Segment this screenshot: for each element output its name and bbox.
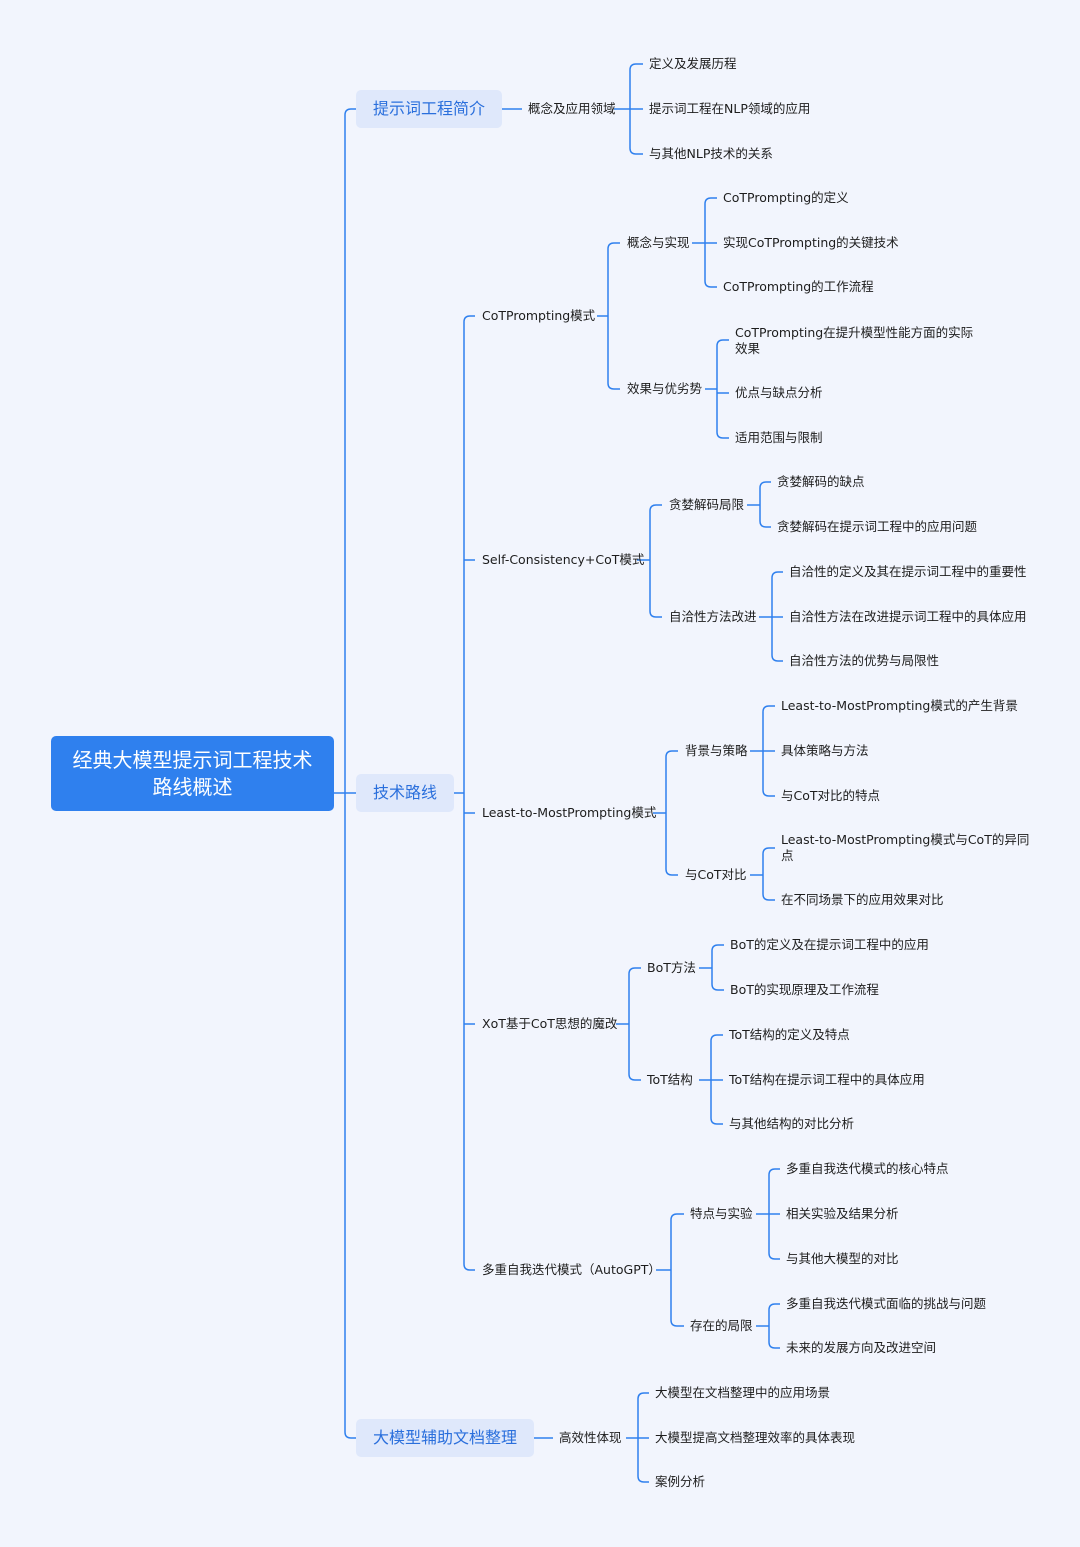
connector-line-39 <box>665 813 678 876</box>
leaf-autogpt-experiments[interactable]: 相关实验及结果分析 <box>786 1206 899 1221</box>
leaf-doc-scenarios[interactable]: 大模型在文档整理中的应用场景 <box>655 1385 831 1400</box>
leaf-cot-pros-cons[interactable]: 优点与缺点分析 <box>735 385 823 400</box>
leaf-autogpt-future[interactable]: 未来的发展方向及改进空间 <box>786 1340 937 1355</box>
connector-line-70 <box>637 1392 649 1438</box>
leaf-autogpt-core[interactable]: 多重自我迭代模式的核心特点 <box>786 1161 949 1176</box>
leaf-tot-definition[interactable]: ToT结构的定义及特点 <box>729 1027 850 1042</box>
subtopic-self-consistency-improve[interactable]: 自洽性方法改进 <box>669 609 757 624</box>
root-node[interactable]: 经典大模型提示词工程技术路线概述 <box>51 736 334 811</box>
connector-line-17 <box>607 242 620 316</box>
leaf-case-study[interactable]: 案例分析 <box>655 1474 706 1489</box>
connector-line-42 <box>762 751 775 797</box>
topic-autogpt[interactable]: 多重自我迭代模式（AutoGPT） <box>482 1262 661 1277</box>
leaf-cot-scope[interactable]: 适用范围与限制 <box>735 430 823 445</box>
subtopic-autogpt-limits[interactable]: 存在的局限 <box>690 1318 753 1333</box>
leaf-greedy-issue[interactable]: 贪婪解码在提示词工程中的应用问题 <box>777 519 978 534</box>
topic-concept-domain[interactable]: 概念及应用领域 <box>528 101 616 116</box>
leaf-tot-comparison[interactable]: 与其他结构的对比分析 <box>729 1116 855 1131</box>
connector-line-52 <box>711 968 724 991</box>
connector-line-51 <box>711 944 724 968</box>
connector-line-62 <box>768 1214 780 1260</box>
leaf-cot-key-tech[interactable]: 实现CoTPrompting的关键技术 <box>723 235 899 250</box>
connector-line-12 <box>463 793 475 1271</box>
subtopic-tot[interactable]: ToT结构 <box>647 1072 693 1087</box>
connector-line-59 <box>670 1270 684 1327</box>
leaf-l2m-scenario[interactable]: 在不同场景下的应用效果对比 <box>781 892 944 907</box>
connector-line-11 <box>463 315 475 793</box>
leaf-l2m-features[interactable]: 与CoT对比的特点 <box>781 788 881 803</box>
connector-line-46 <box>762 875 775 901</box>
topic-self-consistency[interactable]: Self-Consistency+CoT模式 <box>482 552 645 567</box>
leaf-l2m-origin[interactable]: Least-to-MostPrompting模式的产生背景 <box>781 698 1018 713</box>
leaf-cot-workflow[interactable]: CoTPrompting的工作流程 <box>723 279 874 294</box>
leaf-l2m-diff[interactable]: Least-to-MostPrompting模式与CoT的异同点 <box>781 832 1030 863</box>
connector-line-1 <box>344 108 356 793</box>
connector-line-2 <box>344 793 356 1439</box>
subtopic-cot-effect[interactable]: 效果与优劣势 <box>627 381 703 396</box>
connector-line-25 <box>716 389 729 439</box>
connector-line-32 <box>759 505 771 528</box>
leaf-cot-definition[interactable]: CoTPrompting的定义 <box>723 190 849 205</box>
leaf-sc-pros-limits[interactable]: 自洽性方法的优势与局限性 <box>789 653 940 668</box>
connector-line-71 <box>637 1438 649 1483</box>
subtopic-cot-concept[interactable]: 概念与实现 <box>627 235 690 250</box>
connector-line-61 <box>768 1168 780 1214</box>
connector-line-35 <box>771 617 783 662</box>
branch-intro[interactable]: 提示词工程简介 <box>356 90 503 128</box>
connector-line-48 <box>628 967 641 1024</box>
subtopic-autogpt-features[interactable]: 特点与实验 <box>690 1206 753 1221</box>
connector-line-8 <box>629 109 643 155</box>
subtopic-greedy[interactable]: 贪婪解码局限 <box>669 497 745 512</box>
connector-line-29 <box>649 560 662 618</box>
connector-line-66 <box>768 1326 780 1349</box>
branch-doc-assist[interactable]: 大模型辅助文档整理 <box>356 1419 535 1457</box>
connector-line-20 <box>704 197 717 243</box>
topic-xot[interactable]: XoT基于CoT思想的魔改 <box>482 1016 618 1031</box>
leaf-tot-application[interactable]: ToT结构在提示词工程中的具体应用 <box>729 1072 925 1087</box>
leaf-definition-history[interactable]: 定义及发展历程 <box>649 56 737 71</box>
topic-cot[interactable]: CoTPrompting模式 <box>482 308 596 323</box>
subtopic-l2m-vs-cot[interactable]: 与CoT对比 <box>685 867 747 882</box>
connector-line-41 <box>762 705 775 751</box>
leaf-doc-efficiency[interactable]: 大模型提高文档整理效率的具体表现 <box>655 1430 856 1445</box>
leaf-l2m-strategy[interactable]: 具体策略与方法 <box>781 743 869 758</box>
connector-line-54 <box>710 1034 723 1080</box>
connector-line-55 <box>710 1080 723 1125</box>
connector-line-65 <box>768 1303 780 1326</box>
connector-line-7 <box>629 63 643 109</box>
leaf-autogpt-challenges[interactable]: 多重自我迭代模式面临的挑战与问题 <box>786 1296 987 1311</box>
connector-line-24 <box>716 339 729 389</box>
topic-efficiency[interactable]: 高效性体现 <box>559 1430 622 1445</box>
connector-line-31 <box>759 481 771 505</box>
leaf-nlp-relation[interactable]: 与其他NLP技术的关系 <box>649 146 773 161</box>
leaf-nlp-application[interactable]: 提示词工程在NLP领域的应用 <box>649 101 811 116</box>
leaf-greedy-drawback[interactable]: 贪婪解码的缺点 <box>777 474 865 489</box>
leaf-sc-application[interactable]: 自洽性方法在改进提示词工程中的具体应用 <box>789 609 1027 624</box>
connector-line-45 <box>762 847 775 875</box>
connector-line-21 <box>704 243 717 288</box>
leaf-autogpt-comparison[interactable]: 与其他大模型的对比 <box>786 1251 899 1266</box>
leaf-cot-performance[interactable]: CoTPrompting在提升模型性能方面的实际效果 <box>735 325 974 356</box>
connector-line-18 <box>607 316 620 390</box>
leaf-bot-definition[interactable]: BoT的定义及在提示词工程中的应用 <box>730 937 929 952</box>
subtopic-l2m-background[interactable]: 背景与策略 <box>685 743 748 758</box>
subtopic-bot[interactable]: BoT方法 <box>647 960 696 975</box>
leaf-bot-principle[interactable]: BoT的实现原理及工作流程 <box>730 982 879 997</box>
connector-line-58 <box>670 1213 684 1270</box>
connector-line-49 <box>628 1024 641 1081</box>
topic-least-to-most[interactable]: Least-to-MostPrompting模式 <box>482 805 657 820</box>
connector-line-34 <box>771 571 783 617</box>
connector-line-28 <box>649 504 662 560</box>
connector-line-38 <box>665 750 678 813</box>
branch-tech-route[interactable]: 技术路线 <box>356 774 455 812</box>
leaf-sc-definition[interactable]: 自洽性的定义及其在提示词工程中的重要性 <box>789 564 1027 579</box>
